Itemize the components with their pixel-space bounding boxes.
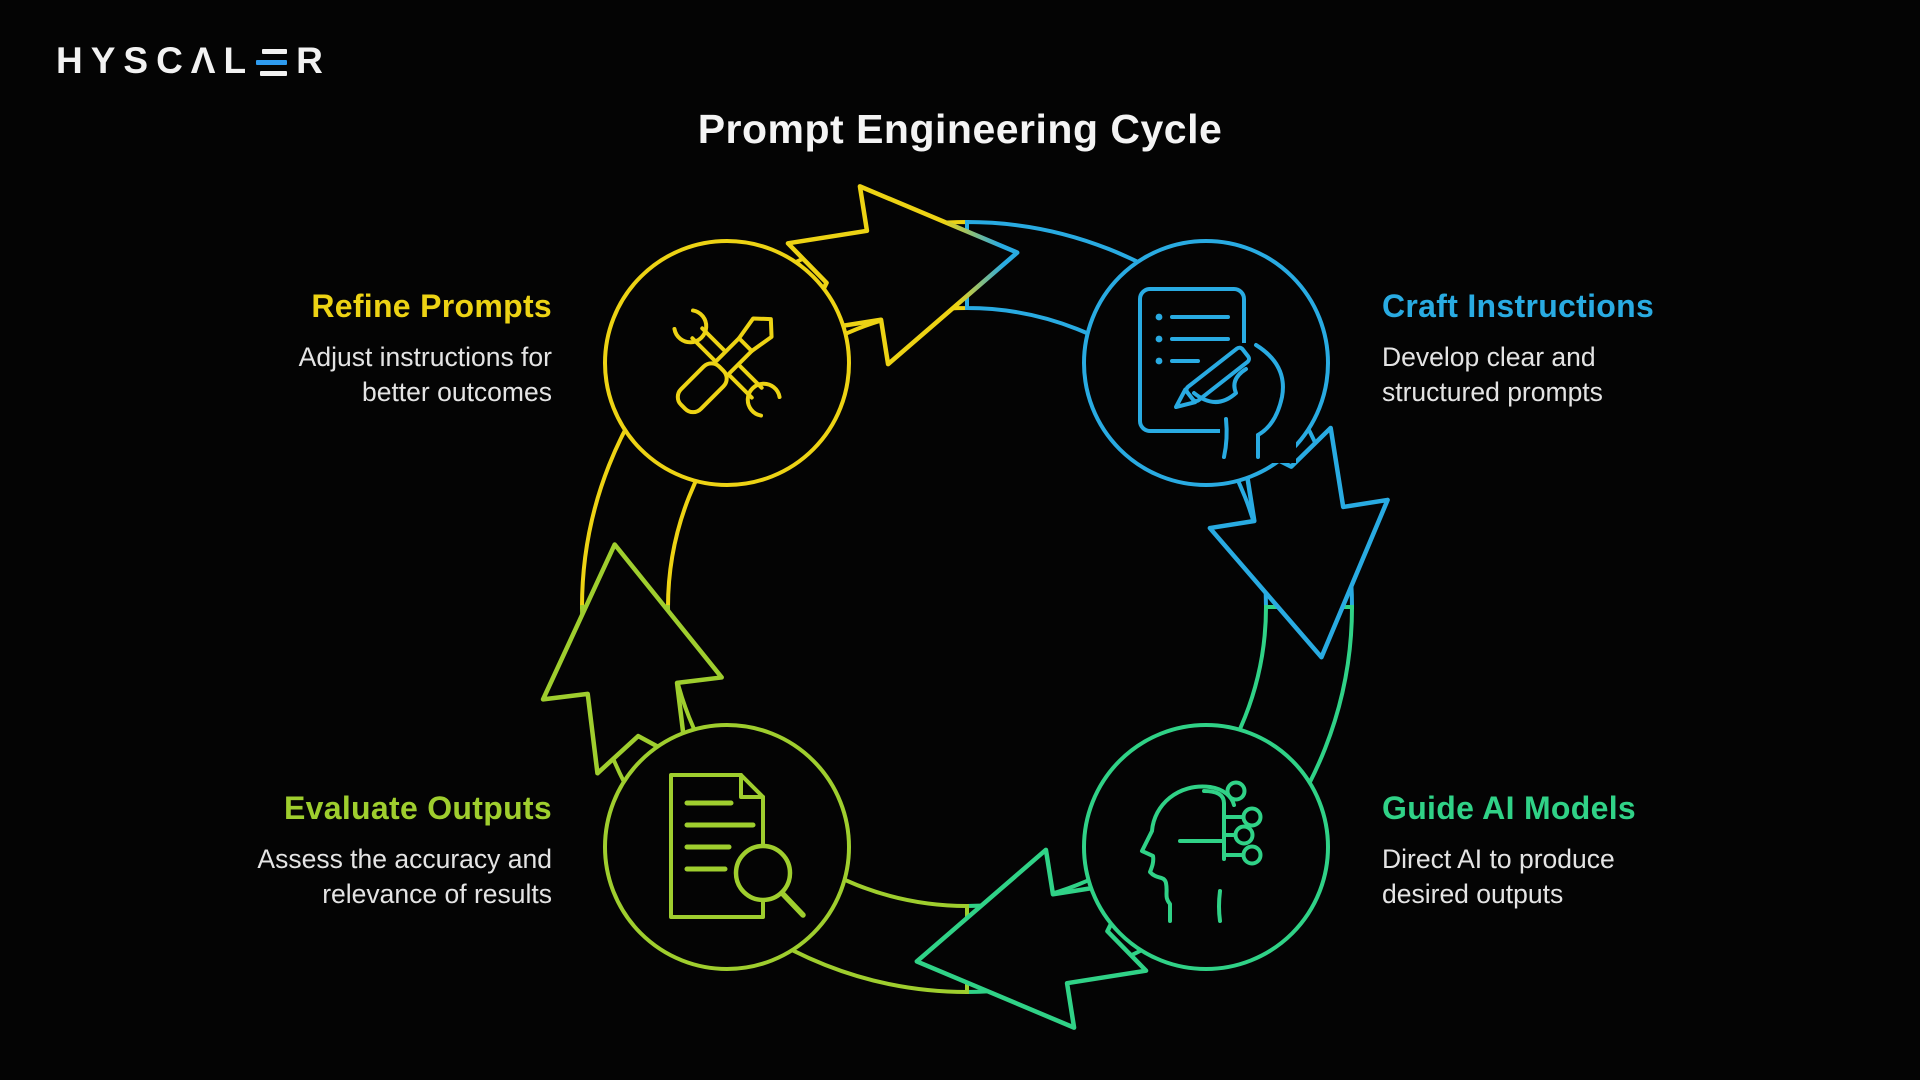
logo-text-end: R <box>296 40 331 81</box>
step-nodes <box>603 239 1330 971</box>
logo-e-icon <box>256 48 288 76</box>
brand-logo: HYSCΛL R <box>56 40 331 82</box>
page-title: Prompt Engineering Cycle <box>697 106 1223 152</box>
step-title: Guide AI Models <box>1382 790 1636 826</box>
cycle-arrows <box>540 184 1390 1030</box>
document-pen-icon <box>1138 287 1296 463</box>
logo-text-start: HYSCΛL <box>56 40 255 81</box>
document-search-icon <box>669 773 806 919</box>
ai-head-icon <box>1140 780 1263 923</box>
step-text-evaluate: Evaluate Outputs Assess the accuracy and… <box>122 790 552 912</box>
step-node-guide <box>1082 723 1330 971</box>
step-title: Craft Instructions <box>1382 288 1655 324</box>
step-title: Evaluate Outputs <box>284 790 552 826</box>
step-title: Refine Prompts <box>311 288 552 324</box>
tools-icon <box>672 308 782 418</box>
arrow-left-icon <box>540 542 724 776</box>
